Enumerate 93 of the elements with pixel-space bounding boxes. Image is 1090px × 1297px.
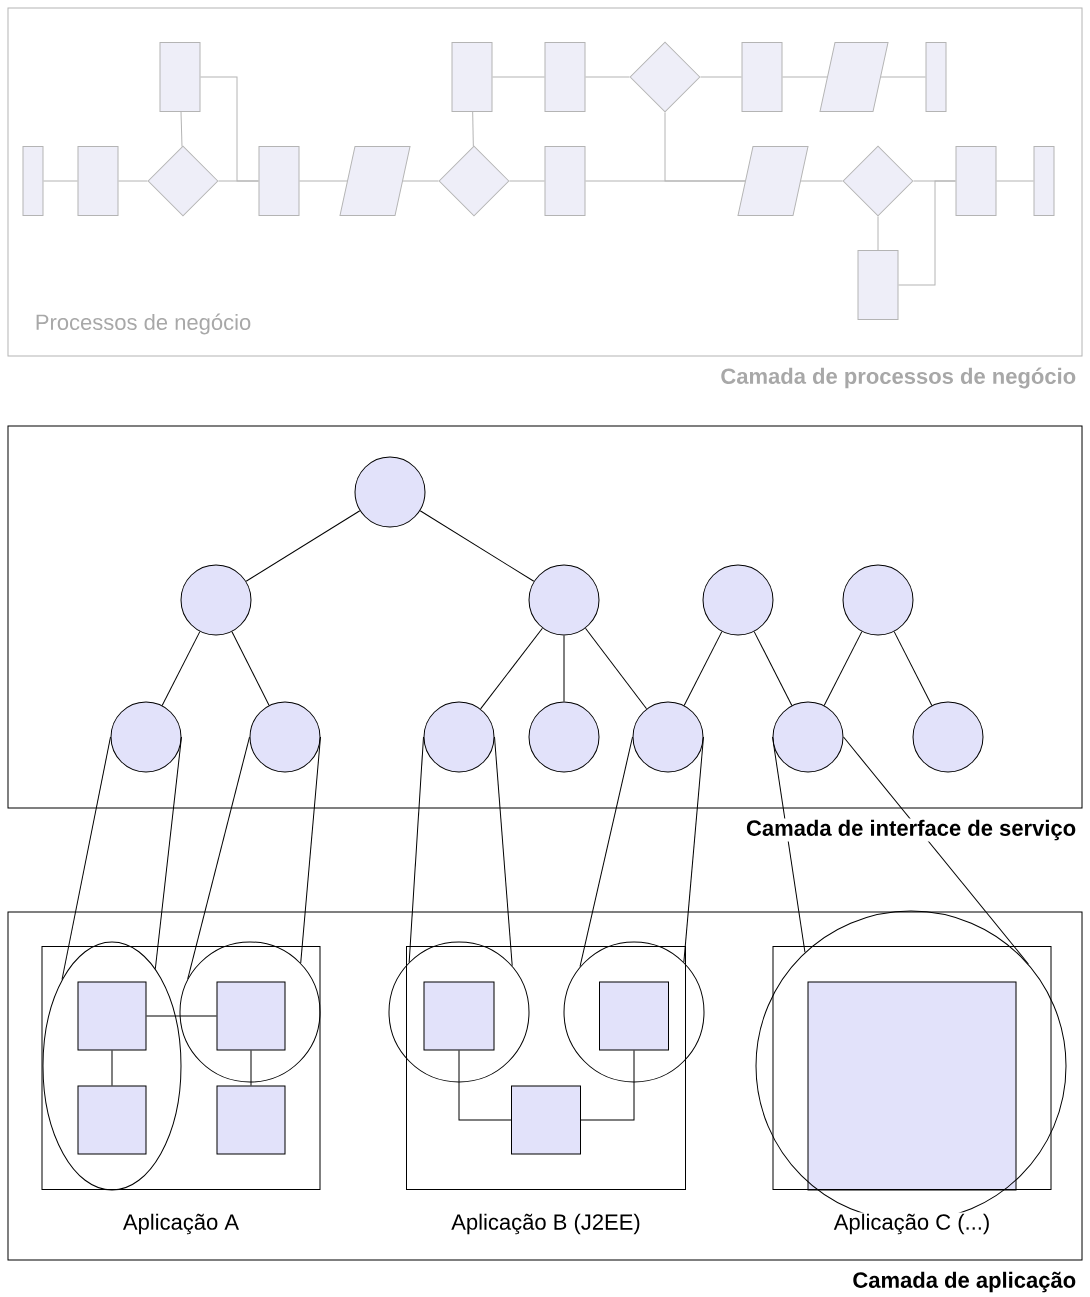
component-square (77, 1085, 147, 1155)
mapping-line (772, 736, 806, 953)
application-label: Aplicação A (121, 1212, 241, 1236)
component-square (511, 1085, 581, 1155)
process-box (544, 146, 586, 216)
service-circle (632, 701, 704, 773)
connector-line (877, 216, 879, 251)
connector-line (218, 180, 259, 182)
connector-line (683, 631, 723, 706)
service-circle (180, 564, 252, 636)
process-box (451, 42, 493, 112)
connector-line (996, 180, 1034, 182)
service-circle (842, 564, 914, 636)
connector-line (146, 1015, 217, 1017)
panel-label: Processos de negócio (33, 312, 253, 336)
process-box (741, 42, 783, 112)
connector-line (111, 1050, 113, 1086)
connector-line (664, 112, 746, 182)
decision-diamond (438, 145, 510, 217)
process-box (544, 42, 586, 112)
grouping-circle (388, 941, 530, 1083)
component-square (77, 981, 147, 1051)
process-box (955, 146, 997, 216)
grouping-circle (563, 941, 705, 1083)
process-box (857, 250, 899, 320)
component-square (216, 981, 286, 1051)
connector-line (43, 180, 78, 182)
connector-line (580, 1050, 635, 1121)
connector-line (180, 111, 183, 147)
mapping-line (154, 736, 182, 970)
connector-line (245, 510, 361, 582)
terminal-bar (22, 146, 44, 216)
process-box (77, 146, 119, 216)
process-box (258, 146, 300, 216)
terminal-bar (1033, 146, 1055, 216)
mapping-line (187, 736, 250, 980)
decision-diamond (629, 41, 701, 113)
connector-line (800, 180, 843, 182)
connector-line (419, 510, 535, 582)
layer-title: Camada de aplicação (851, 1270, 1078, 1294)
service-circle (249, 701, 321, 773)
connector-line (584, 627, 648, 710)
connector-line (161, 631, 201, 706)
connector-line (823, 631, 863, 706)
grouping-ellipse (42, 941, 182, 1191)
service-circle (528, 701, 600, 773)
mapping-line (300, 736, 321, 964)
mapping-line (843, 736, 1029, 965)
decision-diamond (147, 145, 219, 217)
service-circle (423, 701, 495, 773)
data-parallelogram (819, 42, 889, 112)
mapping-line (579, 736, 633, 968)
service-circle (772, 701, 844, 773)
data-parallelogram (339, 146, 411, 216)
connector-line (472, 111, 474, 147)
application-label: Aplicação C (...) (832, 1212, 992, 1236)
connector-line (402, 180, 439, 182)
service-circle (912, 701, 984, 773)
application-label: Aplicação B (J2EE) (449, 1212, 643, 1236)
connector-line (753, 631, 793, 706)
mapping-line (683, 736, 704, 963)
service-circle (528, 564, 600, 636)
connector-line (563, 635, 565, 702)
connector-line (299, 180, 348, 182)
connector-line (492, 76, 545, 78)
connector-line (880, 76, 926, 78)
connector-line (700, 76, 742, 78)
layer-title: Camada de processos de negócio (719, 366, 1078, 390)
data-parallelogram (737, 146, 809, 216)
layer-title: Camada de interface de serviço (744, 818, 1078, 842)
component-square (423, 981, 495, 1051)
connector-line (893, 631, 933, 706)
connector-line (250, 1050, 252, 1086)
connector-line (480, 627, 543, 710)
connector-line (782, 76, 828, 78)
decision-diamond (842, 145, 914, 217)
component-square (599, 981, 669, 1051)
connector-line (231, 631, 270, 706)
grouping-circle (179, 941, 321, 1083)
service-circle (354, 456, 426, 528)
connector-line (509, 180, 545, 182)
terminal-bar (925, 42, 947, 112)
connector-line (585, 76, 630, 78)
component-square (216, 1085, 286, 1155)
connector-line (458, 1050, 512, 1121)
service-circle (702, 564, 774, 636)
connector-line (898, 180, 956, 286)
connector-line (118, 180, 148, 182)
component-square (807, 981, 1017, 1191)
mapping-line (61, 736, 111, 980)
process-box (159, 42, 201, 112)
mapping-line (494, 736, 513, 967)
service-circle (110, 701, 182, 773)
